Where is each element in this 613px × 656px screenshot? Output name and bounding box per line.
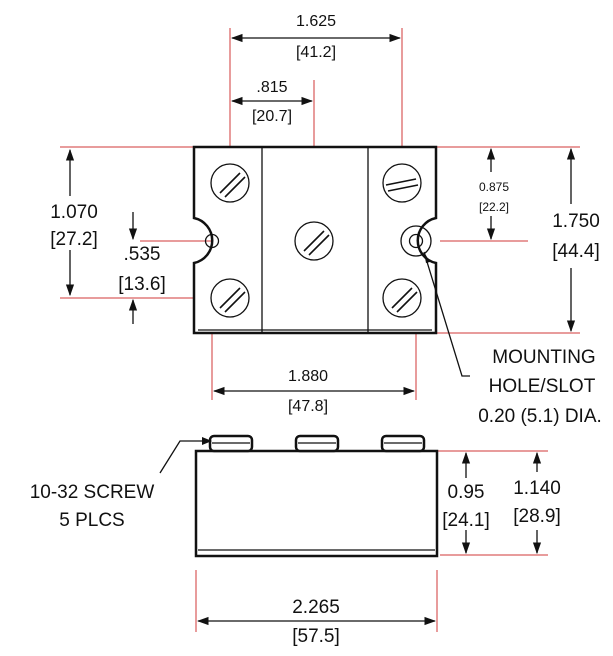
- dimension-lines: [65, 33, 576, 626]
- dim-width-top-mm: [41.2]: [296, 44, 336, 61]
- dim-half-height-mm: [13.6]: [118, 274, 166, 295]
- screw-icon: [210, 163, 250, 203]
- dim-half-height-in: .535: [124, 244, 161, 265]
- screw-head-icon: [380, 434, 426, 453]
- dim-total-width-in: 2.265: [292, 597, 340, 618]
- dim-right-inner-in: 0.875: [479, 180, 509, 194]
- mounting-callout-line2: HOLE/SLOT: [489, 376, 596, 397]
- dim-height-right-mm: [44.4]: [552, 241, 600, 262]
- side-view: [194, 434, 439, 558]
- dim-total-height-mm: [28.9]: [513, 506, 561, 527]
- dim-center-offset-in: .815: [256, 79, 287, 96]
- dim-right-inner-mm: [22.2]: [479, 200, 509, 214]
- dim-mid-width-mm: [47.8]: [288, 398, 328, 415]
- dim-height-left-mm: [27.2]: [50, 229, 98, 250]
- screw-icon: [210, 278, 250, 318]
- dim-height-left-in: 1.070: [50, 202, 98, 223]
- screw-icon: [382, 163, 422, 203]
- screw-callout-line1: 10-32 SCREW: [30, 482, 155, 503]
- side-view-outline: [194, 449, 439, 558]
- dimension-labels: 1.625 [41.2] .815 [20.7] 1.070 [27.2] .5…: [50, 13, 600, 647]
- dim-total-height-in: 1.140: [513, 478, 561, 499]
- mounting-callout-line3: 0.20 (5.1) DIA.: [478, 406, 602, 427]
- dim-total-width-mm: [57.5]: [292, 626, 340, 647]
- screw-head-icon: [208, 434, 254, 453]
- dim-side-height-in: 0.95: [448, 482, 485, 503]
- dim-width-top-in: 1.625: [296, 13, 336, 30]
- mounting-hole-right: [400, 225, 432, 257]
- callout-labels: MOUNTING HOLE/SLOT 0.20 (5.1) DIA. 10-32…: [30, 347, 602, 531]
- screw-head-icon: [294, 434, 340, 453]
- dim-side-height-mm: [24.1]: [442, 510, 490, 531]
- top-view: [192, 145, 438, 335]
- screw-icon: [382, 278, 422, 318]
- mounting-callout-line1: MOUNTING: [492, 347, 595, 368]
- mounting-hole-left: [204, 233, 220, 249]
- screw-icon: [294, 221, 334, 261]
- dim-center-offset-mm: [20.7]: [252, 108, 292, 125]
- screw-callout-line2: 5 PLCS: [59, 510, 124, 531]
- dim-mid-width-in: 1.880: [288, 368, 328, 385]
- dim-height-right-in: 1.750: [552, 211, 600, 232]
